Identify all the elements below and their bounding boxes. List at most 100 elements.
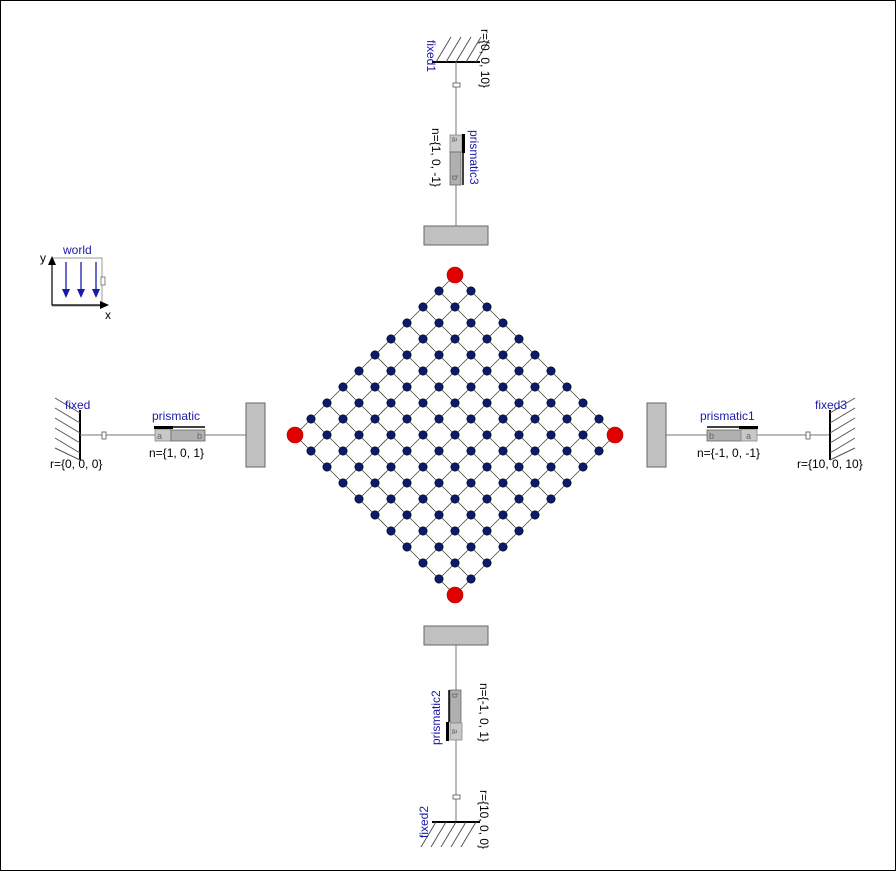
- mass-node[interactable]: [466, 478, 476, 488]
- mass-node[interactable]: [434, 286, 444, 296]
- mass-node[interactable]: [482, 302, 492, 312]
- mass-node[interactable]: [514, 334, 524, 344]
- mass-node[interactable]: [498, 414, 508, 424]
- mass-node[interactable]: [546, 398, 556, 408]
- mass-node[interactable]: [562, 478, 572, 488]
- mass-node[interactable]: [434, 542, 444, 552]
- mass-node[interactable]: [466, 286, 476, 296]
- mass-node[interactable]: [418, 558, 428, 568]
- corner-mass[interactable]: [286, 426, 304, 444]
- mass-node[interactable]: [466, 510, 476, 520]
- mass-node[interactable]: [354, 494, 364, 504]
- mass-node[interactable]: [498, 478, 508, 488]
- mass-node[interactable]: [482, 430, 492, 440]
- mass-node[interactable]: [482, 366, 492, 376]
- fixed-bottom-connector[interactable]: [452, 794, 461, 800]
- mass-node[interactable]: [338, 478, 348, 488]
- mass-node[interactable]: [530, 510, 540, 520]
- mass-node[interactable]: [450, 494, 460, 504]
- mass-node[interactable]: [354, 398, 364, 408]
- mass-node[interactable]: [498, 318, 508, 328]
- mass-node[interactable]: [546, 430, 556, 440]
- fixed-right-component[interactable]: fixed3 r={10, 0, 10}: [797, 397, 863, 471]
- mass-node[interactable]: [322, 462, 332, 472]
- mass-node[interactable]: [418, 398, 428, 408]
- mass-node[interactable]: [450, 526, 460, 536]
- mass-node[interactable]: [578, 462, 588, 472]
- mass-node[interactable]: [578, 430, 588, 440]
- mass-node[interactable]: [482, 526, 492, 536]
- mass-node[interactable]: [434, 478, 444, 488]
- mass-node[interactable]: [402, 478, 412, 488]
- fixed-top-component[interactable]: fixed1 r={0, 0, 10}: [424, 29, 492, 88]
- mass-node[interactable]: [370, 478, 380, 488]
- mass-node[interactable]: [578, 398, 588, 408]
- mass-node[interactable]: [530, 382, 540, 392]
- mass-node[interactable]: [386, 366, 396, 376]
- mass-node[interactable]: [498, 542, 508, 552]
- mass-node[interactable]: [418, 430, 428, 440]
- mass-node[interactable]: [482, 462, 492, 472]
- mass-node[interactable]: [530, 414, 540, 424]
- fixed-right-connector[interactable]: [805, 431, 811, 440]
- world-connector[interactable]: [100, 276, 106, 286]
- mass-node[interactable]: [354, 462, 364, 472]
- mass-node[interactable]: [434, 510, 444, 520]
- mass-node[interactable]: [514, 462, 524, 472]
- mass-node[interactable]: [546, 462, 556, 472]
- mass-node[interactable]: [402, 510, 412, 520]
- mass-node[interactable]: [466, 414, 476, 424]
- mass-node[interactable]: [370, 350, 380, 360]
- mass-node[interactable]: [370, 382, 380, 392]
- mass-node[interactable]: [386, 398, 396, 408]
- mass-node[interactable]: [450, 462, 460, 472]
- body-bottom[interactable]: [423, 625, 489, 646]
- mass-node[interactable]: [514, 366, 524, 376]
- fixed-left-component[interactable]: fixed r={0, 0, 0}: [50, 397, 102, 471]
- mass-node[interactable]: [386, 526, 396, 536]
- mass-node[interactable]: [482, 494, 492, 504]
- prismatic-right-component[interactable]: b a prismatic1 n={-1, 0, -1}: [697, 409, 760, 460]
- mass-node[interactable]: [546, 494, 556, 504]
- mass-node[interactable]: [402, 446, 412, 456]
- fixed-top-connector[interactable]: [452, 82, 461, 88]
- mass-node[interactable]: [306, 414, 316, 424]
- mass-node[interactable]: [546, 366, 556, 376]
- mass-node[interactable]: [402, 350, 412, 360]
- mass-node[interactable]: [386, 462, 396, 472]
- mass-node[interactable]: [386, 334, 396, 344]
- mass-node[interactable]: [450, 430, 460, 440]
- prismatic-top-component[interactable]: a b prismatic3 n={1, 0, -1}: [429, 128, 481, 187]
- mass-node[interactable]: [338, 446, 348, 456]
- mass-node[interactable]: [322, 398, 332, 408]
- corner-mass[interactable]: [446, 586, 464, 604]
- mass-node[interactable]: [466, 350, 476, 360]
- mass-node[interactable]: [498, 350, 508, 360]
- mass-node[interactable]: [450, 398, 460, 408]
- mass-node[interactable]: [514, 526, 524, 536]
- prismatic-bottom-component[interactable]: b a prismatic2 n={-1, 0, 1}: [429, 683, 491, 745]
- body-left[interactable]: [245, 402, 266, 468]
- mass-node[interactable]: [434, 382, 444, 392]
- mass-node[interactable]: [402, 318, 412, 328]
- mass-node[interactable]: [418, 462, 428, 472]
- mass-node[interactable]: [370, 510, 380, 520]
- mass-node[interactable]: [594, 414, 604, 424]
- mass-node[interactable]: [450, 558, 460, 568]
- mass-node[interactable]: [418, 366, 428, 376]
- mass-node[interactable]: [434, 446, 444, 456]
- mass-node[interactable]: [498, 382, 508, 392]
- mass-node[interactable]: [514, 398, 524, 408]
- mass-node[interactable]: [530, 446, 540, 456]
- mass-node[interactable]: [322, 430, 332, 440]
- fixed-bottom-component[interactable]: fixed2 r={10, 0, 0}: [417, 790, 491, 849]
- mass-node[interactable]: [306, 446, 316, 456]
- mass-node[interactable]: [418, 302, 428, 312]
- mass-node[interactable]: [562, 414, 572, 424]
- mass-node[interactable]: [370, 414, 380, 424]
- mass-node[interactable]: [466, 574, 476, 584]
- mass-node[interactable]: [530, 350, 540, 360]
- mass-node[interactable]: [418, 526, 428, 536]
- mass-node[interactable]: [530, 478, 540, 488]
- mass-node[interactable]: [354, 366, 364, 376]
